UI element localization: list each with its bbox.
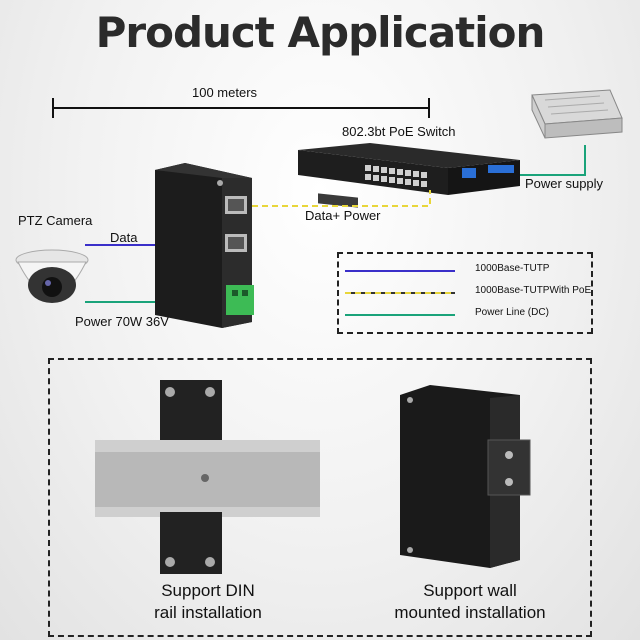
legend-swatch [345, 292, 455, 294]
din-caption: Support DIN rail installation [108, 580, 308, 624]
distance-end-tick [428, 98, 430, 118]
dc-line-supply [520, 145, 586, 176]
distance-line [52, 107, 430, 109]
power-supply-image [531, 89, 623, 139]
wall-caption-line2: mounted installation [394, 603, 546, 622]
data-power-label: Data+ Power [305, 208, 381, 223]
ptz-camera-image [15, 249, 89, 303]
din-rail-mount-image [95, 380, 320, 574]
installation-panel [48, 358, 592, 637]
legend: 1000Base-TUTP 1000Base-TUTPWith PoE Powe… [337, 252, 593, 334]
switch-label: 802.3bt PoE Switch [342, 124, 456, 139]
legend-text: Power Line (DC) [475, 307, 549, 318]
poe-switch-image [298, 143, 520, 208]
power-supply-label: Power supply [525, 176, 604, 191]
power-label: Power 70W 36V [75, 314, 169, 329]
wall-mount-image [400, 385, 531, 568]
legend-text: 1000Base-TUTP [475, 263, 550, 274]
din-caption-line1: Support DIN [161, 581, 255, 600]
legend-item: 1000Base-TUTP [345, 262, 585, 278]
poe-injector-image [155, 163, 254, 328]
wall-caption-line1: Support wall [423, 581, 517, 600]
distance-label: 100 meters [192, 85, 258, 100]
din-caption-line2: rail installation [154, 603, 262, 622]
legend-item: 1000Base-TUTPWith PoE [345, 284, 591, 300]
legend-item: Power Line (DC) [345, 306, 585, 322]
page-title: Product Application [95, 8, 546, 57]
legend-swatch [345, 314, 455, 316]
legend-text: 1000Base-TUTPWith PoE [475, 285, 592, 296]
camera-label: PTZ Camera [18, 213, 93, 228]
wall-caption: Support wall mounted installation [360, 580, 580, 624]
legend-swatch [345, 270, 455, 272]
data-label: Data [110, 230, 138, 245]
